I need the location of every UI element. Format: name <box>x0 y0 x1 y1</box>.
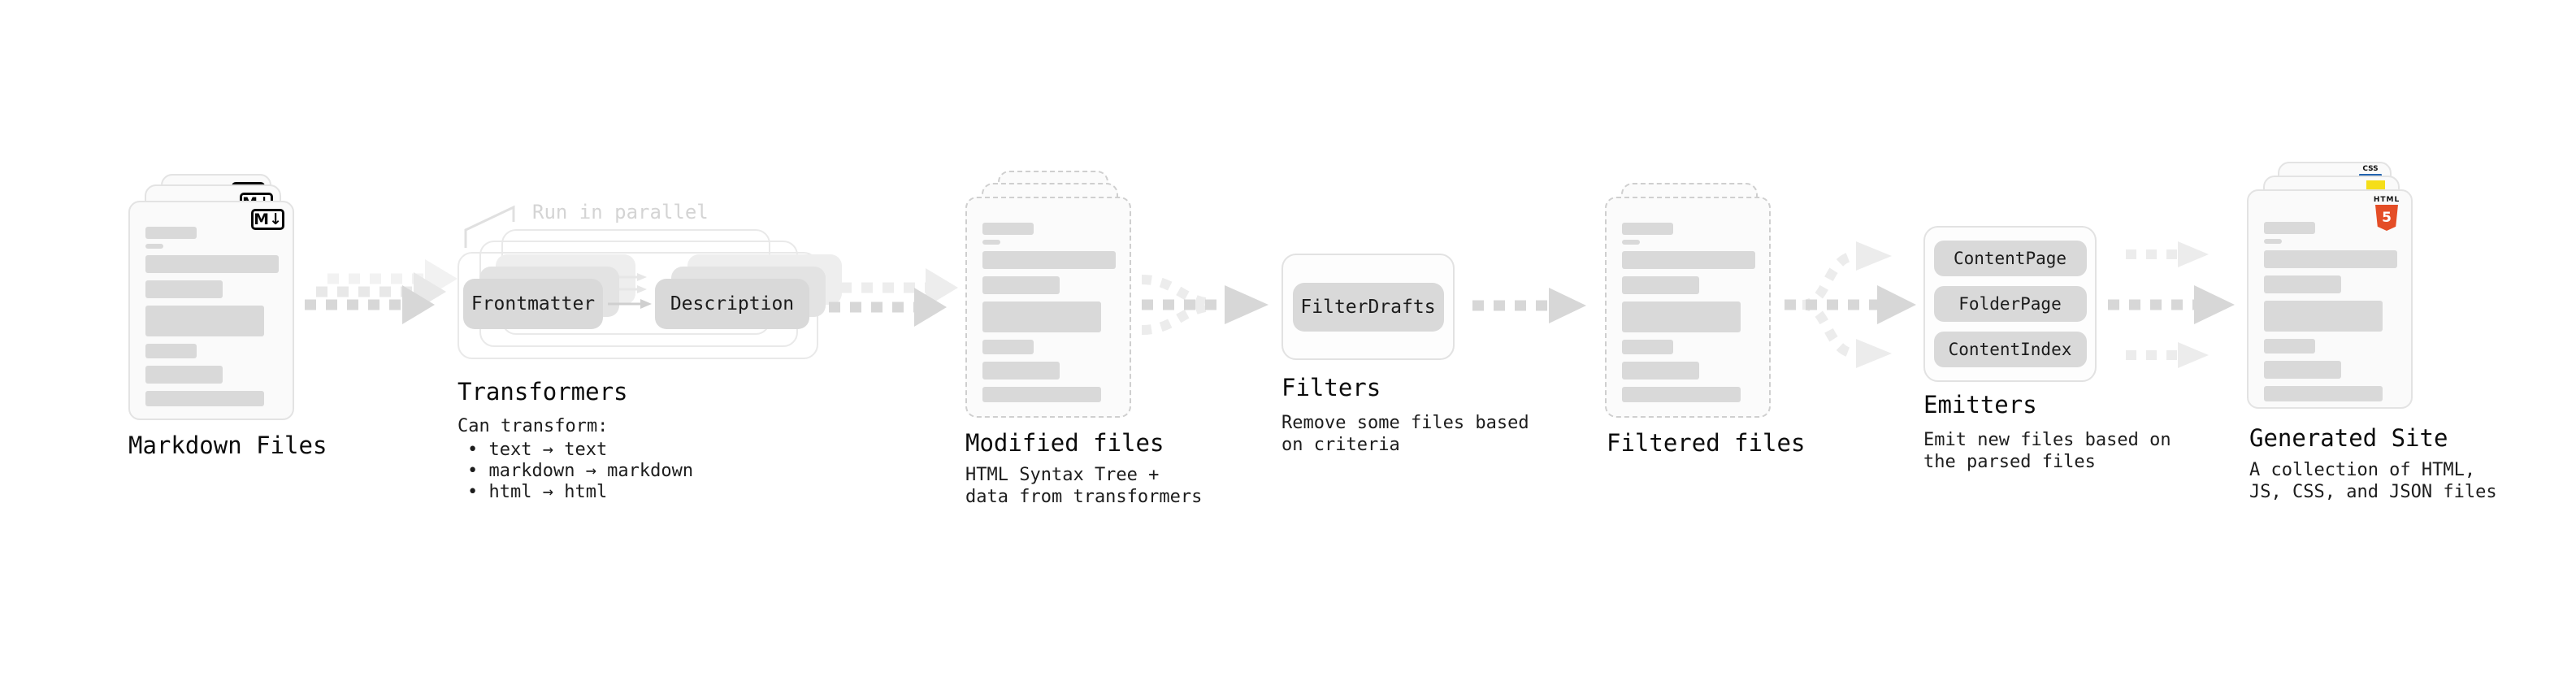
emitter-pill-folderpage: FolderPage <box>1933 286 2087 322</box>
doc-placeholder-lines <box>1607 198 1769 402</box>
placeholder-bar <box>145 280 223 298</box>
placeholder-bar <box>2264 239 2282 244</box>
doc-placeholder-lines <box>967 198 1130 402</box>
emitter-pill-contentindex: ContentIndex <box>1933 332 2087 367</box>
modified-files-caption-line: data from transformers <box>965 487 1203 507</box>
emitter-pill-contentpage: ContentPage <box>1933 241 2087 276</box>
generated-site-label: Generated Site <box>2249 424 2448 452</box>
html5-icon-label: HTML <box>2373 196 2400 204</box>
transformers-label: Transformers <box>458 378 628 406</box>
generated-doc-html: HTML 5 <box>2247 189 2413 409</box>
run-in-parallel-note: Run in parallel <box>532 201 709 223</box>
placeholder-bar <box>1622 223 1673 235</box>
placeholder-bar <box>982 301 1101 332</box>
doc-placeholder-lines <box>130 202 293 406</box>
placeholder-bar <box>982 251 1116 269</box>
modified-files-caption-line: HTML Syntax Tree + <box>965 465 1160 485</box>
markdown-files-label: Markdown Files <box>128 432 327 459</box>
placeholder-bar <box>2264 386 2383 401</box>
flow-arrow-modified-to-filters <box>1141 275 1268 335</box>
flow-arrow-filtered-to-emitters <box>1785 241 1916 368</box>
placeholder-bar <box>1622 387 1741 402</box>
note-connector-line <box>464 205 515 248</box>
transform-bullet: • text → text <box>467 440 608 460</box>
placeholder-bar <box>1622 240 1640 245</box>
transform-bullet: • html → html <box>467 482 608 502</box>
emitters-caption-line: Emit new files based on <box>1923 430 2171 450</box>
placeholder-bar <box>2264 222 2315 234</box>
filterdrafts-pill: FilterDrafts <box>1292 282 1444 332</box>
js-icon <box>2366 180 2385 190</box>
placeholder-bar <box>145 306 264 336</box>
placeholder-bar <box>1622 251 1755 269</box>
placeholder-bar <box>982 387 1101 402</box>
placeholder-bar <box>2264 361 2341 379</box>
parallel-transform-arrows <box>608 273 652 309</box>
transform-bullet: • markdown → markdown <box>467 461 694 481</box>
placeholder-bar <box>145 344 197 358</box>
flow-arrow-emitters-to-generated <box>2108 241 2235 368</box>
flow-arrow-transformers-to-modified <box>829 268 958 327</box>
css-icon-label: CSS <box>2362 165 2379 173</box>
placeholder-bar <box>145 391 264 406</box>
placeholder-bar <box>982 240 1000 245</box>
placeholder-bar <box>982 362 1060 380</box>
modified-doc-front <box>965 197 1131 418</box>
emitters-caption-line: the parsed files <box>1923 452 2096 472</box>
placeholder-bar <box>145 255 279 273</box>
filters-label: Filters <box>1281 374 1381 401</box>
placeholder-bar <box>145 244 163 249</box>
filters-caption-line: on criteria <box>1281 435 1400 455</box>
placeholder-bar <box>1622 276 1699 294</box>
filters-box: FilterDrafts <box>1281 254 1455 360</box>
placeholder-bar <box>982 276 1060 294</box>
description-pill: Description <box>655 279 809 329</box>
placeholder-bar <box>2264 275 2341 293</box>
filtered-files-label: Filtered files <box>1607 429 1806 457</box>
generated-site-caption-line: JS, CSS, and JSON files <box>2249 482 2497 502</box>
filters-caption-line: Remove some files based <box>1281 413 1529 433</box>
transformers-caption: Can transform: <box>458 416 609 436</box>
placeholder-bar <box>2264 250 2397 268</box>
html5-icon: HTML 5 <box>2372 196 2401 231</box>
html5-icon-shield: 5 <box>2375 205 2398 231</box>
placeholder-bar <box>1622 362 1699 380</box>
placeholder-bar <box>982 223 1034 235</box>
placeholder-bar <box>1622 301 1741 332</box>
generated-site-caption-line: A collection of HTML, <box>2249 460 2476 480</box>
filtered-doc-front <box>1605 197 1771 418</box>
flow-arrow-filters-to-filtered <box>1472 288 1586 323</box>
emitters-box: ContentPage FolderPage ContentIndex <box>1923 226 2097 382</box>
doc-placeholder-lines <box>2249 191 2411 401</box>
placeholder-bar <box>2264 301 2383 332</box>
markdown-icon: M↓ <box>251 209 284 230</box>
modified-files-label: Modified files <box>965 429 1164 457</box>
placeholder-bar <box>1622 340 1673 354</box>
placeholder-bar <box>145 366 223 384</box>
placeholder-bar <box>982 340 1034 354</box>
flow-arrow-markdown-to-transformers <box>305 259 458 324</box>
markdown-doc-front: M↓ <box>128 201 294 420</box>
placeholder-bar <box>145 227 197 239</box>
emitters-label: Emitters <box>1923 391 2037 419</box>
frontmatter-pill: Frontmatter <box>463 279 603 329</box>
placeholder-bar <box>2264 339 2315 354</box>
